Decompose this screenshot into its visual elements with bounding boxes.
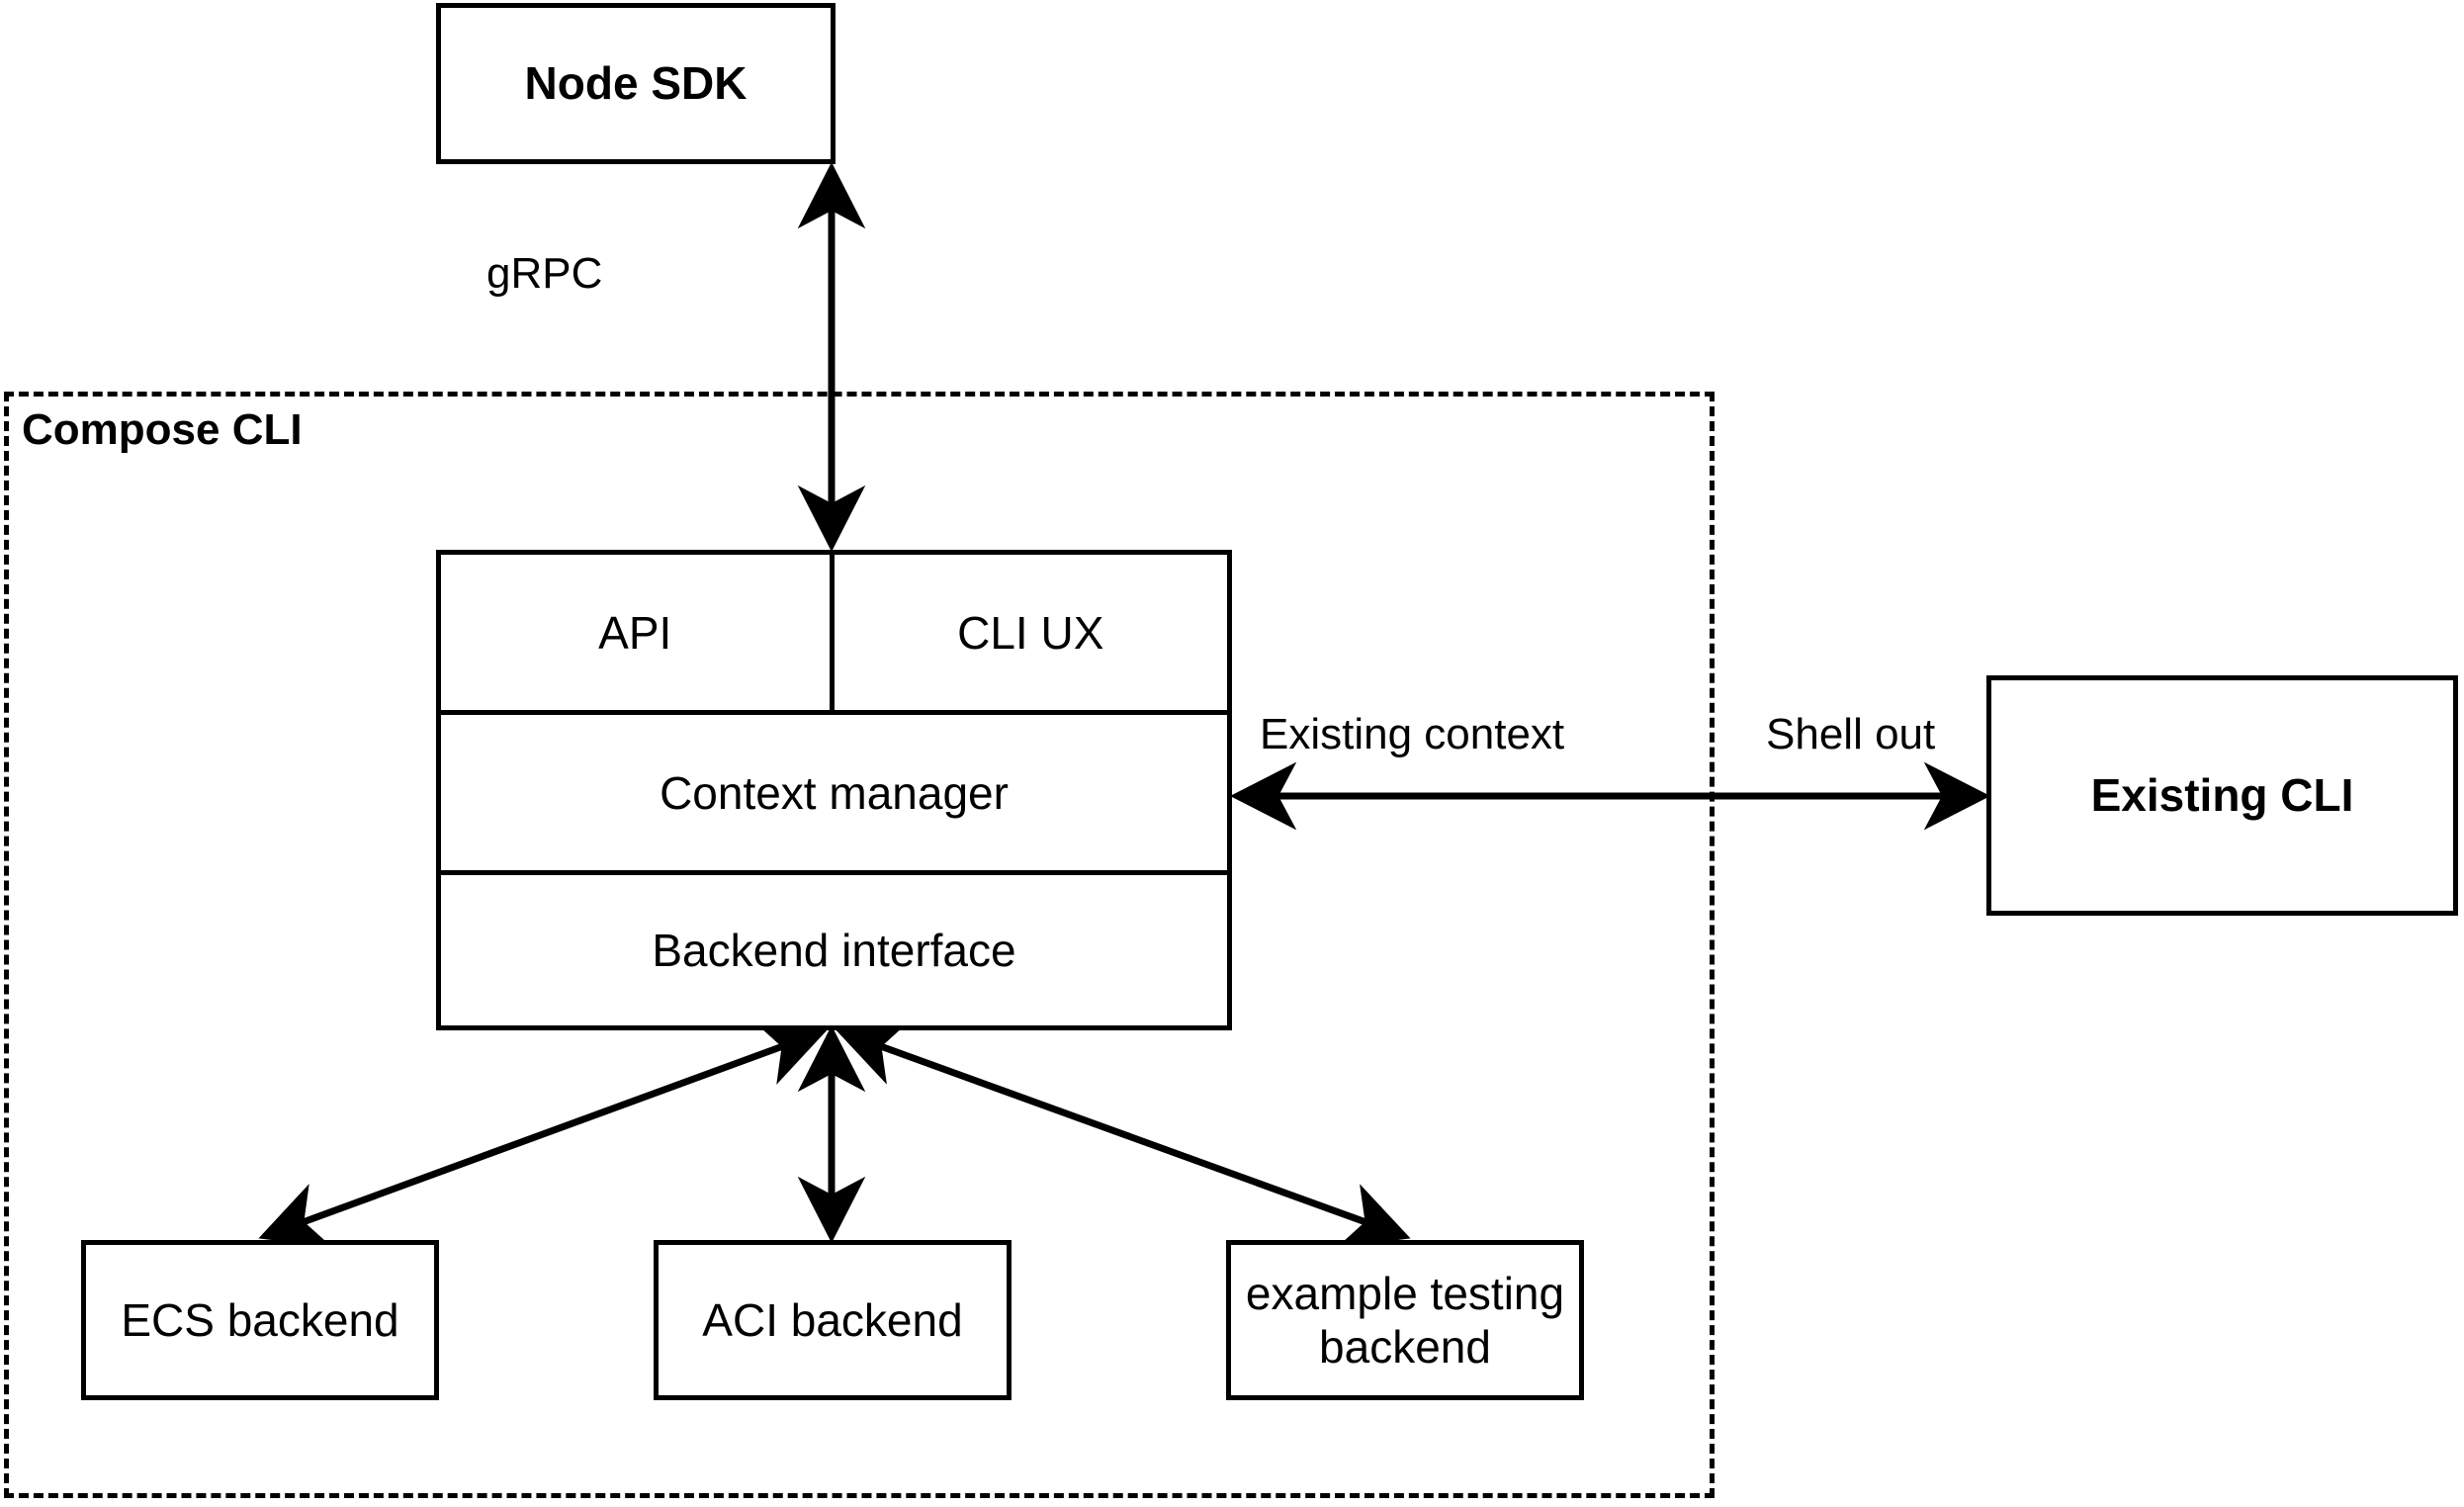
aci-backend-box[interactable]: ACI backend [654,1240,1012,1400]
example-testing-backend-label-line2: backend [1319,1321,1491,1373]
ecs-backend-label: ECS backend [121,1293,399,1346]
api-cell[interactable]: API [441,555,835,710]
context-manager-label: Context manager [660,766,1009,819]
backend-interface-cell[interactable]: Backend interface [441,875,1227,1025]
ecs-backend-box[interactable]: ECS backend [81,1240,439,1400]
example-testing-backend-box[interactable]: example testing backend [1226,1240,1584,1400]
edge-label-shell-out: Shell out [1766,710,1936,759]
edge-label-grpc: gRPC [486,249,603,299]
context-manager-cell[interactable]: Context manager [441,715,1227,875]
node-sdk-label: Node SDK [524,57,748,110]
compose-cli-stack: API CLI UX Context manager Backend inter… [436,550,1232,1030]
edge-label-existing-context: Existing context [1260,710,1565,759]
cli-ux-cell[interactable]: CLI UX [835,555,1228,710]
existing-cli-label: Existing CLI [2090,769,2354,822]
stack-row-api-cliux: API CLI UX [441,555,1227,715]
node-sdk-box[interactable]: Node SDK [436,3,836,164]
compose-cli-group-label: Compose CLI [22,405,303,454]
existing-cli-box[interactable]: Existing CLI [1986,675,2458,916]
cli-ux-label: CLI UX [957,606,1104,659]
example-testing-backend-label-line1: example testing [1245,1267,1565,1319]
backend-interface-label: Backend interface [652,925,1016,976]
aci-backend-label: ACI backend [702,1293,963,1346]
api-label: API [598,606,672,659]
